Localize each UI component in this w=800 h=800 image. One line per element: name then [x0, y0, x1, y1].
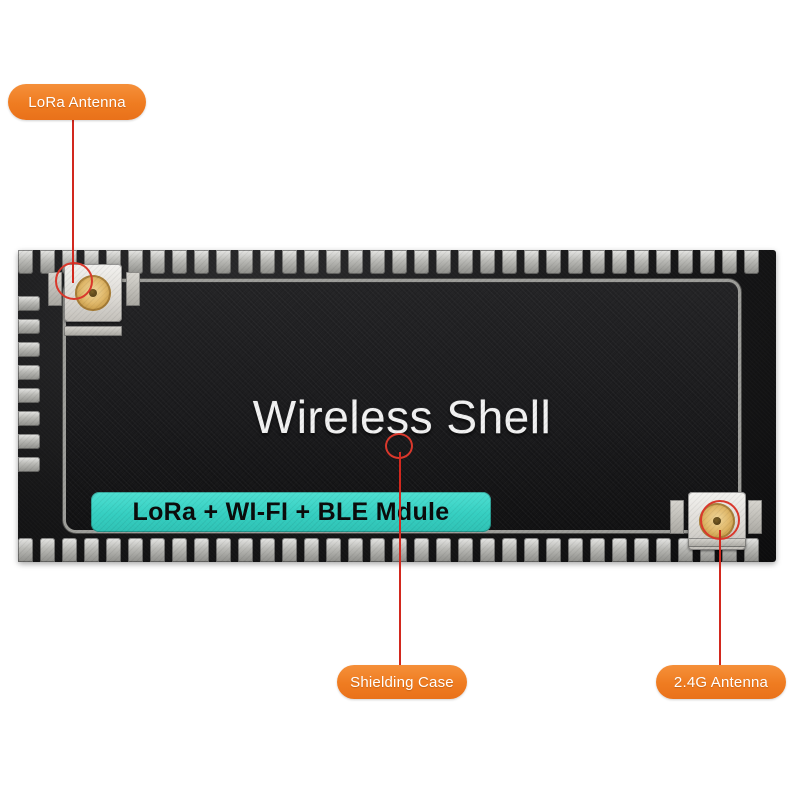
pad — [458, 538, 473, 562]
smd-component — [670, 500, 684, 534]
pad — [458, 250, 473, 274]
pad — [18, 296, 40, 311]
pad — [304, 250, 319, 274]
pad — [546, 250, 561, 274]
pad — [656, 250, 671, 274]
pad — [216, 250, 231, 274]
pad — [370, 250, 385, 274]
pad — [128, 538, 143, 562]
pad — [326, 538, 341, 562]
pad — [326, 250, 341, 274]
lora-antenna-leader-line — [72, 118, 74, 283]
pad — [502, 538, 517, 562]
connector-pin — [89, 289, 97, 297]
pad — [40, 250, 55, 274]
pad — [282, 250, 297, 274]
pad — [238, 538, 253, 562]
pad — [172, 538, 187, 562]
pad — [744, 250, 759, 274]
pad — [260, 250, 275, 274]
pad — [524, 250, 539, 274]
pad — [18, 365, 40, 380]
pad — [282, 538, 297, 562]
pad — [18, 342, 40, 357]
pad — [612, 538, 627, 562]
pad — [348, 250, 363, 274]
pad — [106, 538, 121, 562]
smd-component — [748, 500, 762, 534]
pad — [18, 319, 40, 334]
shielding-case: Wireless Shell LoRa + WI-FI + BLE Mdule — [66, 282, 738, 532]
feature-banner-label: LoRa + WI-FI + BLE Mdule — [132, 497, 450, 526]
pad — [546, 538, 561, 562]
shielding-case-leader-line — [399, 452, 401, 668]
pad — [172, 250, 187, 274]
pad — [62, 538, 77, 562]
castellated-pads-left — [18, 250, 44, 562]
pad — [656, 538, 671, 562]
pad — [436, 250, 451, 274]
callout-24g-antenna[interactable]: 2.4G Antenna — [656, 665, 786, 699]
pad — [84, 538, 99, 562]
pad — [590, 538, 605, 562]
24g-antenna-leader-line — [719, 530, 721, 668]
pad — [18, 538, 33, 562]
pad — [744, 538, 759, 562]
lora-antenna-marker-icon — [55, 262, 93, 300]
pad — [18, 388, 40, 403]
pad — [524, 538, 539, 562]
pad — [634, 538, 649, 562]
wireless-module-board: Wireless Shell LoRa + WI-FI + BLE Mdule — [18, 250, 776, 562]
pad — [40, 538, 55, 562]
pad — [722, 250, 737, 274]
pad — [480, 250, 495, 274]
pad — [216, 538, 231, 562]
pad — [194, 538, 209, 562]
pad — [348, 538, 363, 562]
callout-shielding-case[interactable]: Shielding Case — [337, 665, 467, 699]
pad — [18, 250, 33, 274]
pad — [128, 250, 143, 274]
pad — [18, 411, 40, 426]
pad — [590, 250, 605, 274]
smd-component — [64, 326, 122, 336]
callout-lora-antenna[interactable]: LoRa Antenna — [8, 84, 146, 120]
pad — [612, 250, 627, 274]
pad — [700, 250, 715, 274]
pad — [150, 250, 165, 274]
pad — [678, 250, 693, 274]
pad — [18, 434, 40, 449]
pad — [414, 250, 429, 274]
pad — [436, 538, 451, 562]
pad — [194, 250, 209, 274]
pad — [370, 538, 385, 562]
smd-component — [126, 272, 140, 306]
pad — [260, 538, 275, 562]
feature-banner: LoRa + WI-FI + BLE Mdule — [91, 492, 491, 532]
pad — [480, 538, 495, 562]
pad — [568, 250, 583, 274]
pad — [502, 250, 517, 274]
castellated-pads-bottom — [18, 536, 776, 562]
pad — [634, 250, 649, 274]
pad — [414, 538, 429, 562]
pad — [238, 250, 253, 274]
pad — [18, 457, 40, 472]
pad — [392, 250, 407, 274]
pad — [304, 538, 319, 562]
pad — [150, 538, 165, 562]
smd-component — [688, 538, 746, 547]
pad — [568, 538, 583, 562]
